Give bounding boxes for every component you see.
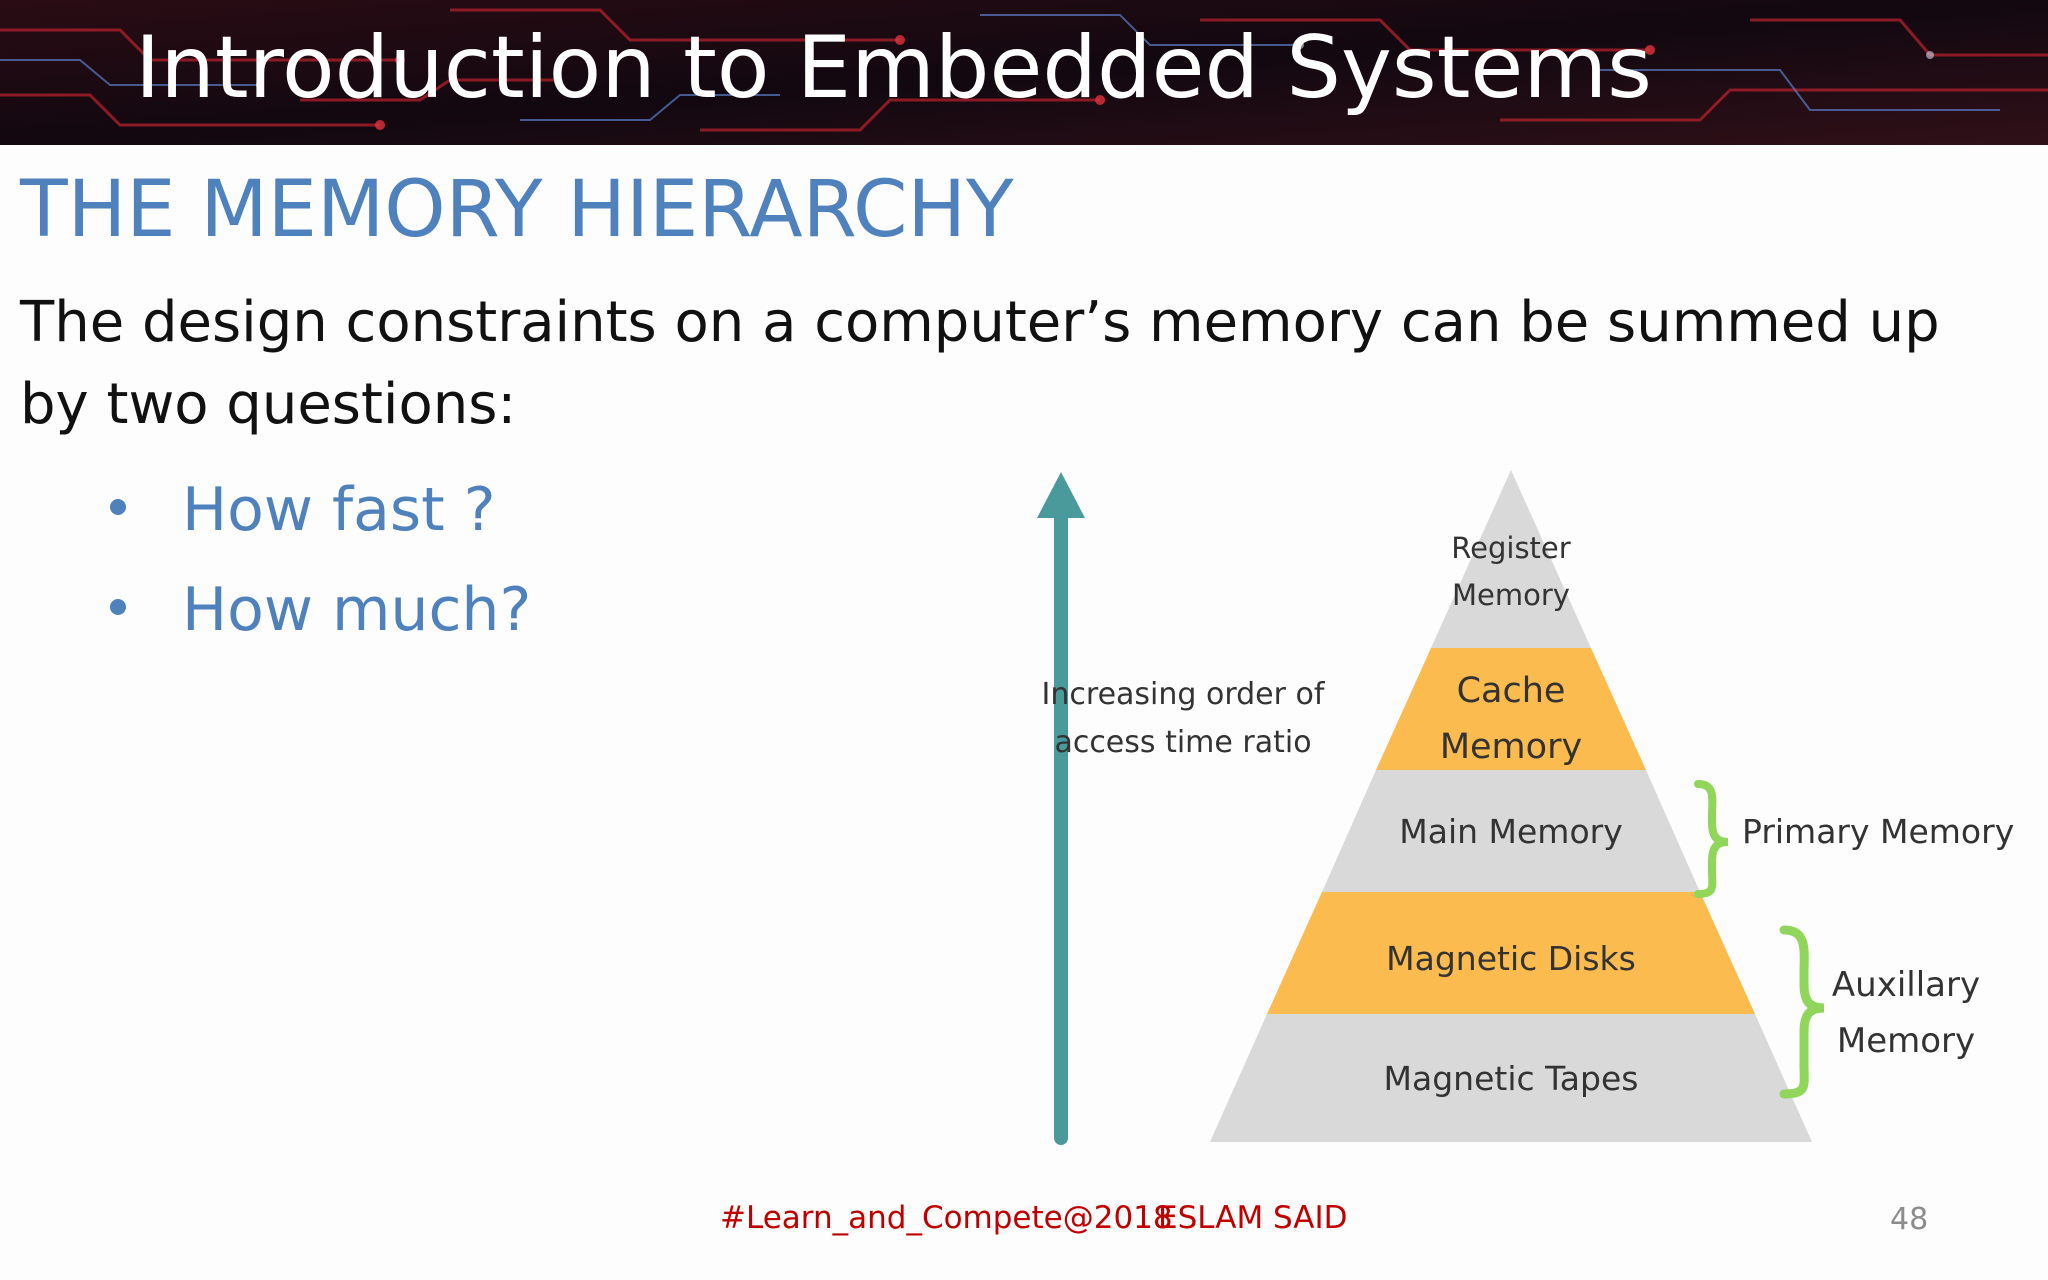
pyramid-level-main xyxy=(1322,770,1700,892)
pyramid-level-disks xyxy=(1267,892,1755,1014)
circuit-board-background xyxy=(0,0,2048,145)
level-label: Register xyxy=(1451,531,1570,565)
bullet-icon xyxy=(110,499,126,516)
slide-number: 48 xyxy=(1890,1202,1929,1237)
list-item: How much? xyxy=(110,560,531,660)
auxiliary-memory-label: Auxillary xyxy=(1832,965,1980,1005)
header-banner: Introduction to Embedded Systems xyxy=(0,0,2048,145)
primary-memory-label: Primary Memory xyxy=(1742,812,2014,851)
presentation-title: Introduction to Embedded Systems xyxy=(135,18,1652,118)
level-label: Main Memory xyxy=(1399,812,1622,851)
auxiliary-memory-label: Memory xyxy=(1837,1021,1975,1061)
access-time-arrow-icon xyxy=(1037,472,1085,1145)
primary-brace-icon xyxy=(1694,780,1729,898)
auxiliary-brace-icon xyxy=(1779,925,1825,1099)
question-list: How fast ? How much? xyxy=(110,460,531,660)
level-label: Cache xyxy=(1457,671,1566,711)
arrow-label-line1: Increasing order of xyxy=(1042,677,1326,712)
footer-author: ESLAM SAID xyxy=(1158,1200,1348,1236)
level-label: Magnetic Tapes xyxy=(1384,1059,1639,1098)
level-label: Memory xyxy=(1452,578,1570,612)
bullet-text: How fast ? xyxy=(182,475,496,545)
pyramid-level-tapes xyxy=(1210,1014,1812,1142)
pyramid-level-cache xyxy=(1376,648,1646,770)
pyramid-level-register xyxy=(1431,470,1591,648)
level-label: Magnetic Disks xyxy=(1386,939,1636,978)
footer-hashtag: #Learn_and_Compete@2018 xyxy=(720,1200,1173,1236)
bullet-text: How much? xyxy=(182,575,532,645)
slide-heading: THE MEMORY HIERARCHY xyxy=(20,165,1014,255)
body-paragraph: The design constraints on a computer’s m… xyxy=(20,290,1940,437)
level-label: Memory xyxy=(1440,727,1582,767)
bullet-icon xyxy=(110,599,126,616)
list-item: How fast ? xyxy=(110,460,531,560)
arrow-label-line2: access time ratio xyxy=(1054,725,1311,760)
